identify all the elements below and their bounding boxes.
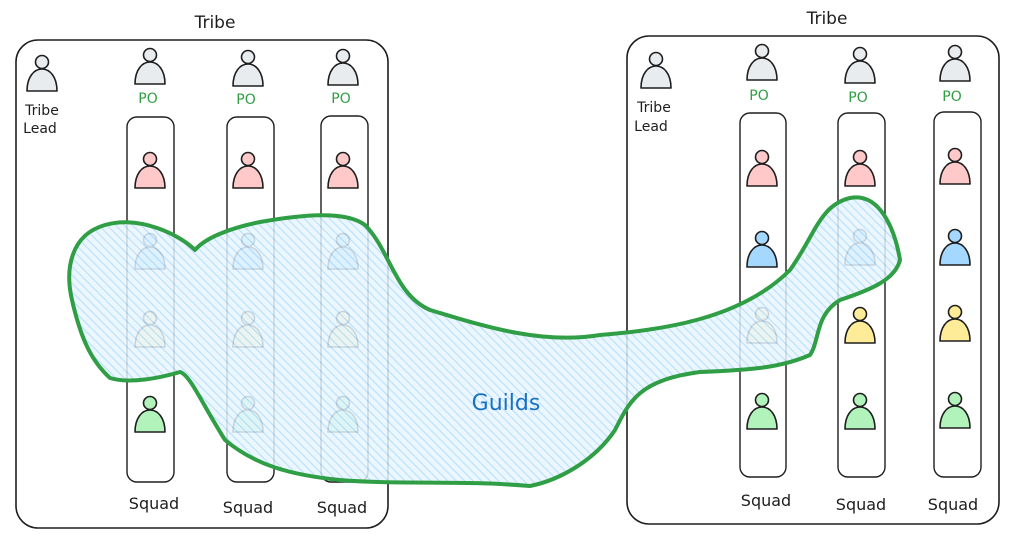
- person-icon-gray: [134, 47, 166, 85]
- squad-label: Squad: [928, 495, 978, 514]
- person-icon-red: [746, 149, 778, 187]
- tribe-lead-label-line2: Lead: [634, 119, 668, 135]
- person-icon-red: [232, 151, 264, 189]
- squad-label: Squad: [741, 491, 791, 510]
- squad-label: Squad: [317, 498, 367, 517]
- guild-blob: [67, 195, 902, 488]
- person-icon-red: [327, 151, 359, 189]
- person-icon-blue: [939, 228, 971, 266]
- person-icon-gray: [232, 49, 264, 87]
- tribe-title: Tribe: [194, 13, 236, 33]
- squad-label: Squad: [129, 494, 179, 513]
- squad-label: Squad: [836, 495, 886, 514]
- person-icon-green: [844, 392, 876, 430]
- person-icon-gray: [26, 54, 58, 92]
- tribe-container: [626, 35, 1000, 525]
- po-label: PO: [331, 91, 350, 107]
- guild-region: Guilds: [67, 195, 902, 488]
- person-icon-red: [134, 151, 166, 189]
- guild-label: Guilds: [472, 391, 541, 416]
- tribe-title: Tribe: [806, 9, 848, 29]
- po-label: PO: [236, 92, 255, 108]
- tribe-lead-label-line1: Tribe: [24, 103, 59, 119]
- squad-label: Squad: [223, 498, 273, 517]
- po-label: PO: [848, 90, 867, 106]
- person-icon-yellow: [844, 306, 876, 344]
- person-icon-green: [746, 392, 778, 430]
- person-icon-gray: [939, 44, 971, 82]
- person-icon-red: [939, 147, 971, 185]
- squad-column: [933, 111, 982, 478]
- tribe-lead-label-line2: Lead: [23, 121, 57, 137]
- person-icon-gray: [844, 46, 876, 84]
- person-icon-gray: [746, 43, 778, 81]
- person-icon-gray: [327, 48, 359, 86]
- person-icon-red: [844, 149, 876, 187]
- person-icon-yellow: [939, 304, 971, 342]
- person-icon-blue: [746, 230, 778, 268]
- tribe-lead-label-line1: Tribe: [636, 100, 671, 116]
- po-label: PO: [749, 88, 768, 104]
- po-label: PO: [942, 89, 961, 105]
- person-icon-gray: [640, 51, 672, 89]
- person-icon-green: [134, 395, 166, 433]
- po-label: PO: [138, 91, 157, 107]
- person-icon-green: [939, 391, 971, 429]
